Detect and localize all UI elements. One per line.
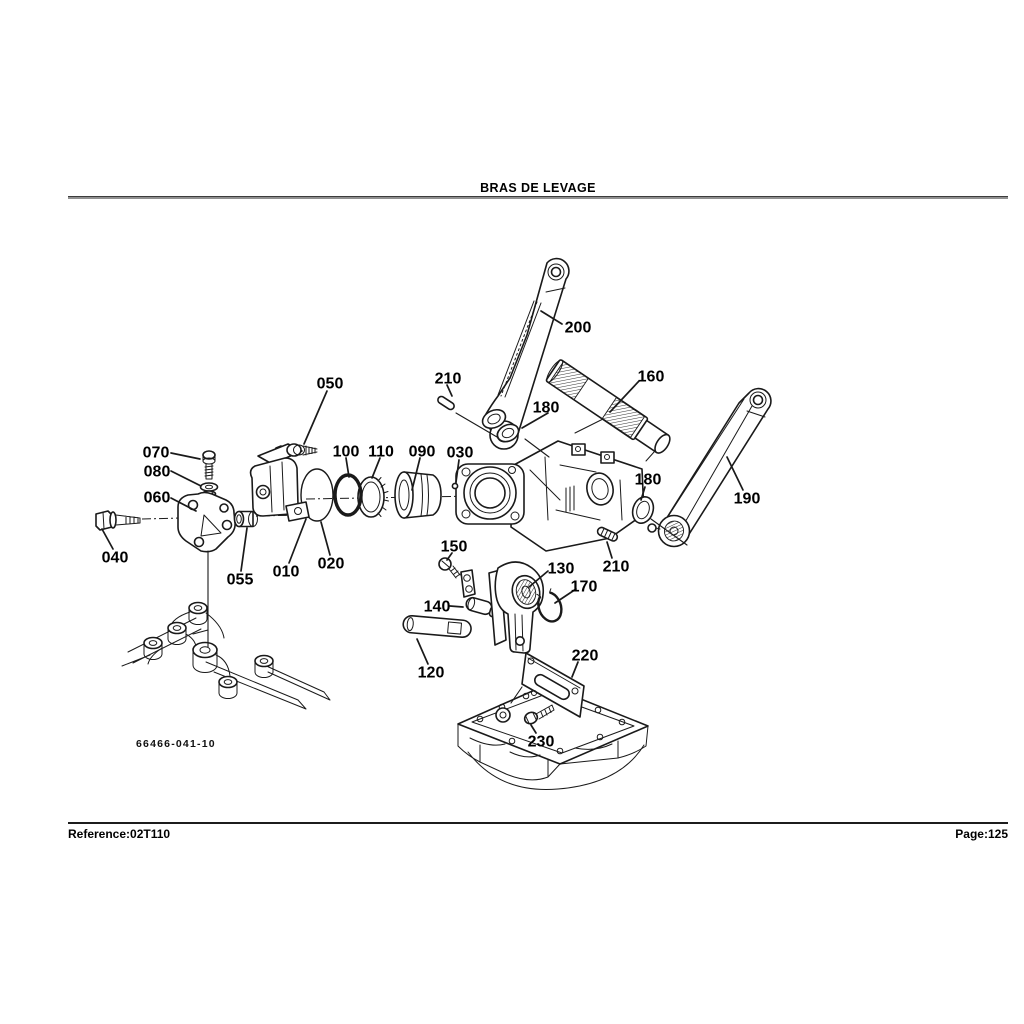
callout-label-070: 070 (143, 445, 170, 462)
leader-line (606, 541, 613, 559)
part-case-bottom (457, 684, 649, 791)
alignment-lines (192, 412, 688, 704)
alignment-line (524, 438, 550, 458)
callout-label-060: 060 (144, 490, 171, 507)
callout-label-210: 210 (435, 371, 462, 388)
callout-label-170: 170 (571, 579, 598, 596)
alignment-line (510, 686, 523, 704)
leader-line (320, 521, 331, 556)
callout-label-030: 030 (447, 445, 474, 462)
part-snap-ring-170 (536, 588, 563, 623)
callout-label-150: 150 (441, 539, 468, 556)
leader-line (446, 384, 453, 397)
leader-line (170, 452, 201, 460)
alignment-line (455, 412, 498, 438)
part-lever-130 (488, 561, 545, 654)
leader-line (411, 457, 421, 491)
part-ring-020 (300, 468, 334, 522)
drawing-number: 66466-041-10 (136, 738, 216, 750)
part-screw-070 (202, 450, 216, 480)
part-housing (455, 440, 645, 552)
callout-label-020: 020 (318, 556, 345, 573)
leader-line (455, 459, 460, 483)
part-plug-050 (286, 443, 318, 457)
part-bolt-230 (523, 704, 555, 725)
alignment-line (650, 518, 688, 546)
part-ball-030 (451, 482, 459, 490)
leader-line (449, 605, 464, 608)
leader-line (371, 457, 381, 479)
callout-label-100: 100 (333, 444, 360, 461)
callout-label-090: 090 (409, 444, 436, 461)
leader-lines (101, 310, 744, 734)
leader-line (345, 457, 350, 478)
leader-line (540, 310, 563, 325)
leader-line (640, 486, 646, 501)
leader-line (416, 638, 429, 665)
callout-label-190: 190 (734, 491, 761, 508)
callout-label-120: 120 (418, 665, 445, 682)
part-bushing-055 (233, 510, 258, 528)
footer-rule (68, 822, 1008, 824)
part-lift-arm-right-190 (647, 387, 772, 548)
leader-line (571, 661, 579, 678)
callout-label-230: 230 (528, 734, 555, 751)
leader-line (446, 552, 453, 561)
part-rod-assembly-010 (249, 443, 310, 522)
leader-line (240, 527, 248, 572)
callout-label-050: 050 (317, 376, 344, 393)
part-screw-150 (438, 557, 461, 579)
part-pin-210-right (596, 526, 619, 542)
part-ring-110 (357, 476, 389, 518)
callout-label-180: 180 (533, 400, 560, 417)
callout-label-010: 010 (273, 564, 300, 581)
alignment-line (192, 629, 209, 635)
callout-label-200: 200 (565, 320, 592, 337)
leader-line (726, 456, 744, 491)
footer-page-number: Page:125 (955, 827, 1008, 841)
part-plate-220 (521, 652, 585, 718)
leader-line (288, 518, 307, 564)
part-piston-090 (394, 471, 442, 519)
part-pin-210-top (437, 395, 455, 411)
footer-reference: Reference:02T110 (68, 827, 171, 841)
callout-label-080: 080 (144, 464, 171, 481)
callout-label-210: 210 (603, 559, 630, 576)
part-bolt-040 (95, 510, 141, 531)
part-rod-120 (402, 614, 472, 639)
part-strap (460, 569, 476, 598)
part-ring-100 (333, 473, 363, 517)
part-frame-bottom-left (121, 601, 331, 710)
leader-line (554, 588, 577, 604)
callout-labels: 200 210 160 180 050 100 110 090 030 070 080 060 180 1… (102, 320, 761, 751)
callout-label-110: 110 (368, 444, 394, 461)
callout-label-040: 040 (102, 550, 129, 567)
page-title: BRAS DE LEVAGE (480, 181, 596, 195)
leader-line (609, 380, 640, 413)
leader-line (530, 724, 537, 734)
leader-line (521, 412, 549, 429)
header-rule (68, 196, 1008, 199)
callout-label-140: 140 (424, 599, 451, 616)
leader-line (170, 497, 197, 512)
center-axis-line (305, 495, 479, 500)
leader-line (303, 390, 328, 445)
callout-label-220: 220 (572, 648, 599, 665)
leader-line (528, 570, 549, 588)
part-shaft-160 (545, 359, 671, 454)
callout-label-055: 055 (227, 572, 254, 589)
part-bracket-060 (177, 491, 236, 553)
callout-label-130: 130 (548, 561, 575, 578)
leader-line (101, 528, 114, 550)
part-bearing-180-top (481, 408, 520, 443)
part-bearing-180-right (631, 495, 655, 525)
callout-label-180: 180 (635, 472, 662, 489)
leader-line (170, 470, 202, 487)
callout-label-160: 160 (638, 369, 665, 386)
